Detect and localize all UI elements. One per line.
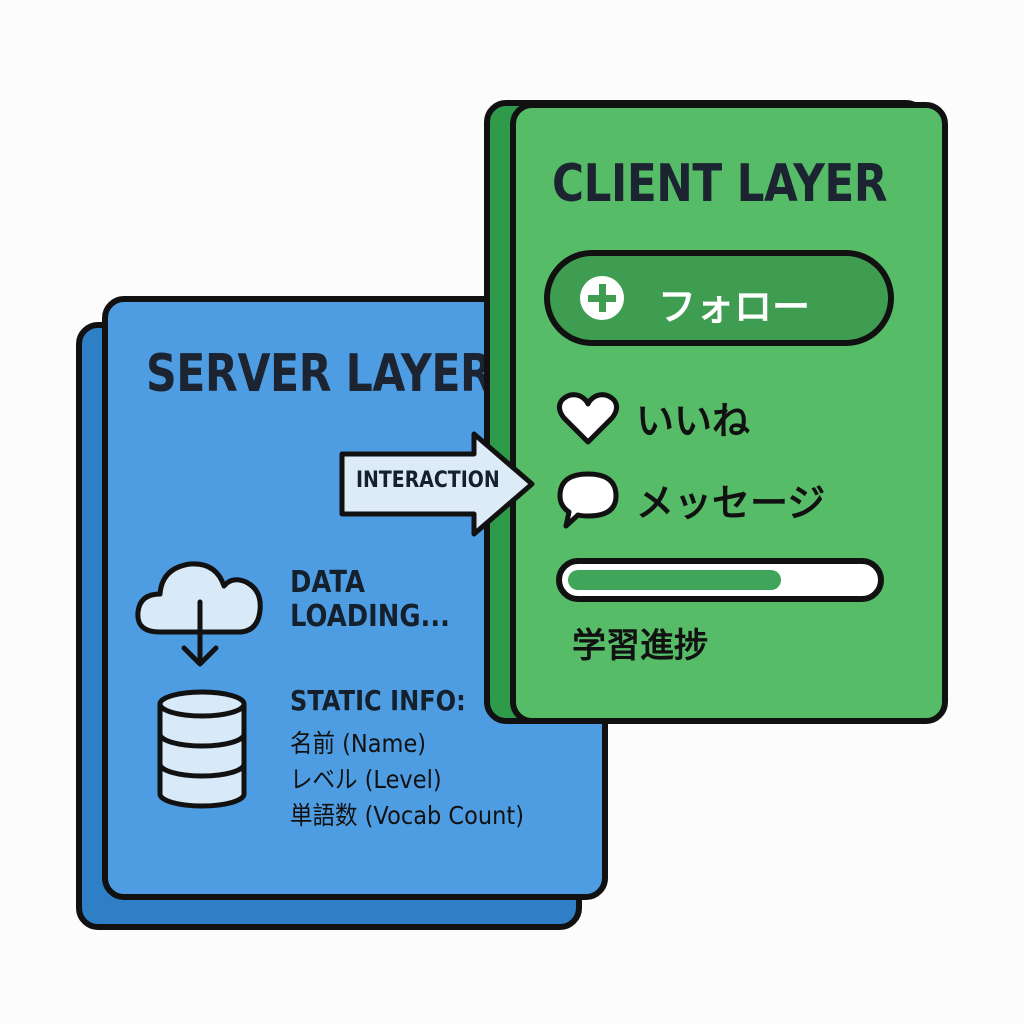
progress-fill: [568, 570, 781, 590]
static-item-vocab-count: 単語数 (Vocab Count): [290, 801, 525, 830]
plus-icon: [580, 276, 624, 320]
static-item-name: 名前 (Name): [290, 729, 427, 758]
message-label[interactable]: メッセージ: [636, 481, 826, 525]
heart-icon[interactable]: [556, 392, 620, 448]
speech-bubble-icon[interactable]: [556, 470, 620, 530]
client-layer-title: CLIENT LAYER: [552, 154, 888, 214]
loading-line-2: LOADING...: [290, 599, 450, 634]
database-icon: [157, 689, 247, 809]
server-layer-title: SERVER LAYER: [146, 344, 493, 404]
follow-button-label: フォロー: [658, 285, 811, 329]
learning-progress-bar: [556, 558, 884, 602]
interaction-label: INTERACTION: [356, 468, 500, 493]
learning-progress-label: 学習進捗: [572, 626, 708, 666]
static-item-level: レベル (Level): [290, 765, 442, 794]
static-info-heading: STATIC INFO:: [290, 684, 466, 717]
arrow-right-icon: [339, 431, 535, 537]
loading-line-1: DATA: [290, 565, 365, 600]
data-loading-text: DATA LOADING...: [290, 566, 450, 634]
follow-button[interactable]: フォロー: [544, 250, 894, 346]
cloud-download-icon: [135, 561, 263, 667]
like-label[interactable]: いいね: [636, 399, 751, 443]
